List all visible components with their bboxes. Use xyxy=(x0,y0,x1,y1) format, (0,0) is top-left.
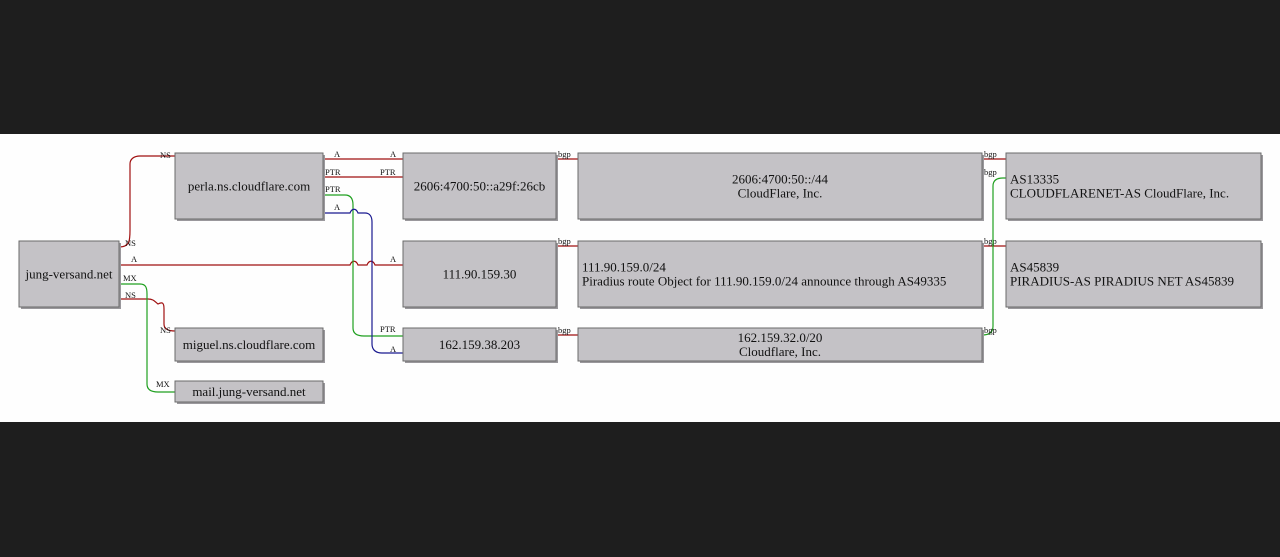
node-mail[interactable]: mail.jung-versand.net xyxy=(174,380,325,404)
edge-label: bgp xyxy=(984,325,997,335)
nodes-layer: jung-versand.net perla.ns.cloudflare.com m… xyxy=(18,152,1263,404)
node-box xyxy=(577,152,983,220)
edge-label: PTR xyxy=(325,184,341,194)
node-label: Cloudflare, Inc. xyxy=(739,344,821,359)
node-label: 2606:4700:50::a29f:26cb xyxy=(414,179,545,194)
e-pfx162-as: bgp bgp xyxy=(981,167,1006,336)
node-perla[interactable]: perla.ns.cloudflare.com xyxy=(174,152,325,221)
node-box xyxy=(174,152,324,220)
node-label: jung-versand.net xyxy=(24,267,112,282)
node-label: AS45839 xyxy=(1010,260,1059,275)
node-label: mail.jung-versand.net xyxy=(192,384,306,399)
edge-label: NS xyxy=(160,150,171,160)
edge-label: A xyxy=(390,149,397,159)
node-label: perla.ns.cloudflare.com xyxy=(188,179,310,194)
edge-label: bgp xyxy=(984,167,997,177)
edge-label: bgp xyxy=(558,236,571,246)
edge-label: bgp xyxy=(558,325,571,335)
node-box xyxy=(577,327,983,362)
node-label: AS13335 xyxy=(1010,172,1059,187)
e-ip162-pfx162: bgp xyxy=(556,325,578,336)
node-label: 111.90.159.0/24 xyxy=(582,260,666,275)
edge-line xyxy=(119,298,176,332)
node-label: miguel.ns.cloudflare.com xyxy=(183,337,316,352)
node-box xyxy=(18,240,120,308)
node-label: PIRADIUS-AS PIRADIUS NET AS45839 xyxy=(1010,274,1234,289)
edge-line xyxy=(981,177,1006,336)
edge-line xyxy=(323,208,403,354)
e-ip6-pfx6: bgp xyxy=(556,149,578,160)
node-label: Piradius route Object for 111.90.159.0/2… xyxy=(582,274,946,289)
e-perla-ip6-ptr: PTR PTR xyxy=(323,167,403,178)
node-ip6[interactable]: 2606:4700:50::a29f:26cb xyxy=(402,152,558,221)
edge-label: bgp xyxy=(984,149,997,159)
edge-label: A xyxy=(334,149,341,159)
node-ip162[interactable]: 162.159.38.203 xyxy=(402,327,558,363)
edge-label: A xyxy=(390,254,397,264)
node-box xyxy=(1005,240,1262,308)
e-mx-mail: MX MX xyxy=(119,273,175,393)
edge-label: bgp xyxy=(984,236,997,246)
edge-label: NS xyxy=(125,290,136,300)
node-box xyxy=(174,327,324,362)
node-box xyxy=(577,240,983,308)
edge-line xyxy=(119,260,403,266)
node-label: 162.159.38.203 xyxy=(439,337,520,352)
edge-label: PTR xyxy=(380,324,396,334)
edge-label: MX xyxy=(156,379,170,389)
edge-label: A xyxy=(390,344,397,354)
node-jung[interactable]: jung-versand.net xyxy=(18,240,121,309)
node-miguel[interactable]: miguel.ns.cloudflare.com xyxy=(174,327,325,363)
node-box xyxy=(402,240,557,308)
edge-line xyxy=(119,283,175,393)
node-box xyxy=(402,327,557,362)
edge-label: NS xyxy=(160,325,171,335)
e-pfx6-as: bgp xyxy=(982,149,1006,160)
edge-line xyxy=(118,155,175,248)
node-box xyxy=(1005,152,1262,220)
e-ip111-pfx111: bgp xyxy=(556,236,578,247)
node-box xyxy=(174,380,324,403)
node-ip111[interactable]: 111.90.159.30 xyxy=(402,240,558,309)
edge-label: MX xyxy=(123,273,137,283)
e-pfx111-as: bgp xyxy=(982,236,1006,247)
e-perla-ip162-ptr: PTR PTR xyxy=(323,184,403,337)
edge-label: A xyxy=(334,202,341,212)
edge-label: A xyxy=(131,254,138,264)
node-label: 111.90.159.30 xyxy=(443,267,517,282)
node-label: CLOUDFLARENET-AS CloudFlare, Inc. xyxy=(1010,186,1229,201)
e-ns-miguel: NS NS xyxy=(119,290,176,335)
edge-line xyxy=(323,194,403,337)
node-label: CloudFlare, Inc. xyxy=(738,186,823,201)
node-label: 162.159.32.0/20 xyxy=(738,330,823,345)
edge-label: PTR xyxy=(325,167,341,177)
node-box xyxy=(402,152,557,220)
e-ns-perla: NS NS xyxy=(118,150,175,248)
edge-label: PTR xyxy=(380,167,396,177)
node-label: 2606:4700:50::/44 xyxy=(732,172,829,187)
edge-label: bgp xyxy=(558,149,571,159)
e-perla-ip162-a: AA xyxy=(323,202,403,354)
edge-label: NS xyxy=(125,238,136,248)
